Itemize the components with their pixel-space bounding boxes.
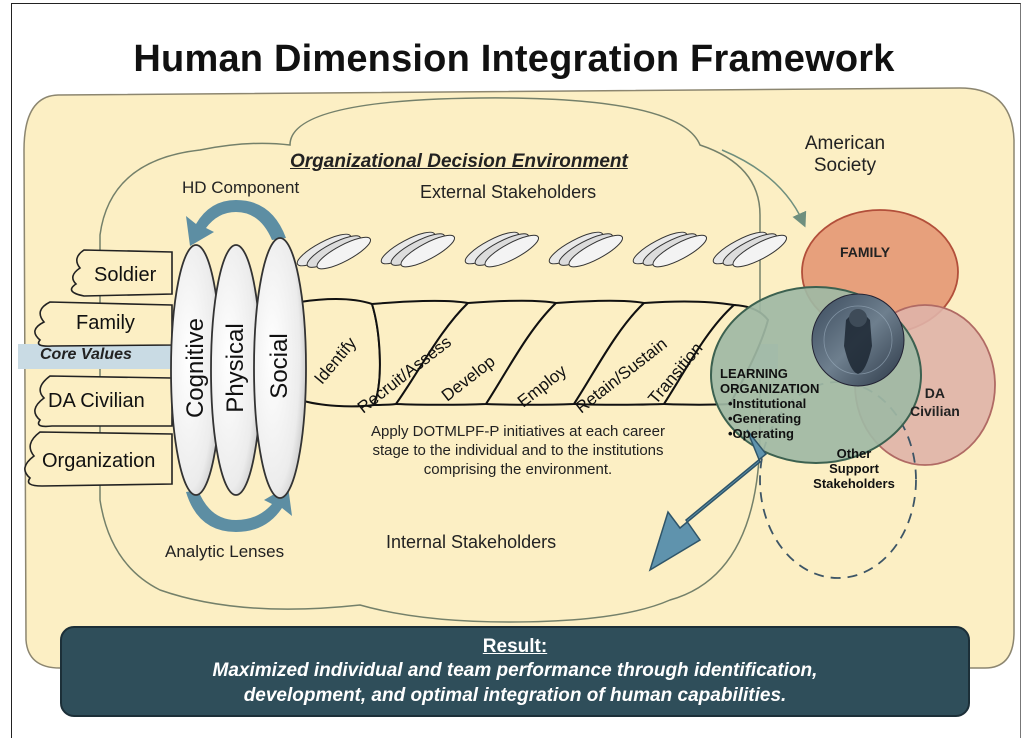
learning-line2: ORGANIZATION xyxy=(720,381,820,396)
result-heading: Result: xyxy=(482,636,548,657)
american-society-label: American Society xyxy=(790,133,900,177)
soldier-emblem xyxy=(811,293,905,387)
hd-component-label: HD Component xyxy=(182,178,300,197)
other-line1: Other xyxy=(836,446,872,461)
result-line-1: Maximized individual and team performanc… xyxy=(212,660,818,681)
initiatives-line-3: comprising the environment. xyxy=(423,461,613,478)
initiatives-line-1: Apply DOTMLPF-P initiatives at each care… xyxy=(370,423,665,440)
population-da-civilian: DA Civilian xyxy=(48,390,145,412)
initiatives-line-2: stage to the individual and to the insti… xyxy=(372,442,664,459)
lens-physical: Physical xyxy=(222,323,249,413)
core-values-label: Core Values xyxy=(40,346,132,363)
learning-item-3: •Operating xyxy=(728,426,794,441)
external-stakeholders-label: External Stakeholders xyxy=(420,182,597,202)
population-organization: Organization xyxy=(42,450,156,472)
venn-da-line1: DA xyxy=(924,385,946,401)
lens-cognitive: Cognitive xyxy=(182,317,209,419)
internal-stakeholders-label: Internal Stakeholders xyxy=(386,532,557,552)
venn-learning-label: LEARNING ORGANIZATION •Institutional •Ge… xyxy=(720,366,819,441)
american-society-line1: American xyxy=(804,133,886,154)
learning-item-1: •Institutional xyxy=(728,396,807,411)
venn-other-support-label: Other Support Stakeholders xyxy=(804,446,904,491)
other-line3: Stakeholders xyxy=(813,476,895,491)
initiatives-text: Apply DOTMLPF-P initiatives at each care… xyxy=(318,422,718,479)
page-title: Human Dimension Integration Framework xyxy=(133,38,895,80)
environment-heading: Organizational Decision Environment xyxy=(290,151,628,172)
venn-da-civilian-label: DA Civilian xyxy=(910,384,960,420)
learning-item-2: •Generating xyxy=(728,411,802,426)
population-family: Family xyxy=(76,312,135,334)
result-line-2: development, and optimal integration of … xyxy=(243,685,787,706)
population-soldier: Soldier xyxy=(94,264,157,286)
environment-outline xyxy=(99,97,761,623)
american-society-line2: Society xyxy=(813,155,877,176)
result-arrow xyxy=(648,429,768,572)
other-line2: Support xyxy=(829,461,879,476)
cycle-arrows xyxy=(186,200,292,532)
venn-family-label: FAMILY xyxy=(840,244,891,260)
page-frame xyxy=(11,3,1021,738)
population-shapes xyxy=(24,249,173,487)
society-connector-arrow xyxy=(721,149,807,228)
result-box: Result: Maximized individual and team pe… xyxy=(60,626,970,717)
lens-social: Social xyxy=(266,333,293,399)
venn-da-line2: Civilian xyxy=(910,403,960,419)
mini-lens-clusters xyxy=(296,231,788,270)
learning-line1: LEARNING xyxy=(720,366,788,381)
analytic-lenses-label: Analytic Lenses xyxy=(165,542,285,561)
analytic-lenses xyxy=(170,237,307,499)
